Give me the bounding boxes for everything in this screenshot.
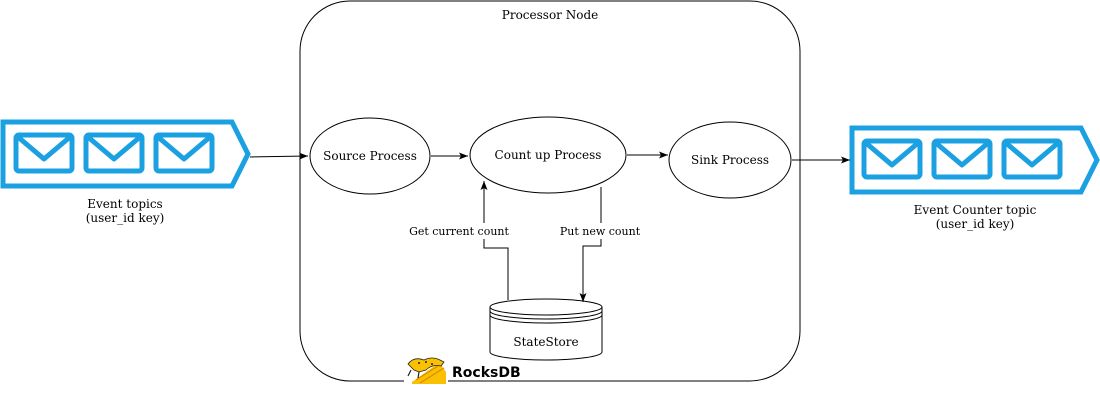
count-up-process-label: Count up Process (495, 148, 602, 162)
connectors (249, 151, 850, 302)
edge-count-to-store (579, 187, 602, 302)
event-counter-topic-key-label: (user_id key) (936, 217, 1015, 231)
state-store: StateStore (489, 298, 603, 361)
source-process-node: Source Process (309, 117, 431, 195)
source-process-label: Source Process (323, 149, 417, 163)
processor-node-title: Processor Node (502, 8, 598, 22)
envelope-icon (864, 141, 920, 177)
envelope-icon (86, 135, 142, 171)
event-topics-label: Event topics (87, 197, 162, 211)
envelope-icon (16, 135, 72, 171)
event-counter-topic-queue: Event Counter topic (user_id key) (849, 125, 1100, 231)
sink-process-label: Sink Process (691, 153, 769, 167)
state-store-label: StateStore (513, 335, 578, 349)
rocksdb-logo: RocksDB (404, 356, 521, 386)
envelope-icon (934, 141, 990, 177)
envelope-icon (156, 135, 212, 171)
get-current-count-label: Get current count (409, 225, 509, 238)
put-new-count-label: Put new count (560, 225, 641, 238)
envelope-icon (1004, 141, 1060, 177)
event-counter-topic-label: Event Counter topic (914, 203, 1037, 217)
rocksdb-cheetah-icon (404, 356, 448, 386)
sink-process-node: Sink Process (668, 121, 792, 199)
event-topics-queue: Event topics (user_id key) (0, 119, 251, 225)
event-topics-key-label: (user_id key) (86, 211, 165, 225)
count-up-process-node: Count up Process (469, 116, 627, 194)
edge-store-to-count (480, 181, 509, 300)
edge-input-to-source (249, 152, 309, 160)
rocksdb-wordmark: RocksDB (452, 365, 521, 381)
